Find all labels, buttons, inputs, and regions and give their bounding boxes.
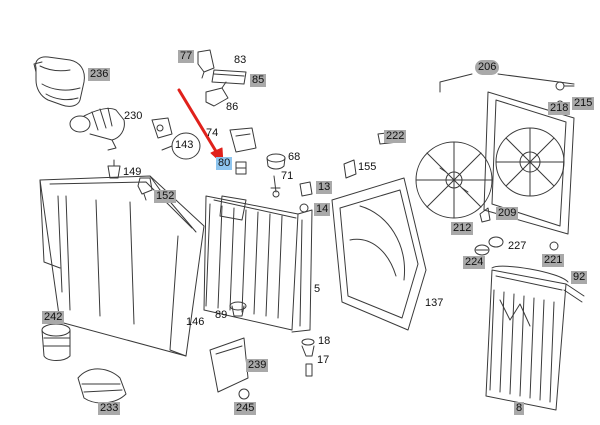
callout-77[interactable]: 77 xyxy=(178,50,195,63)
fan-frame-drawing xyxy=(479,91,575,235)
callout-242[interactable]: 242 xyxy=(42,311,65,324)
callout-80-highlighted[interactable]: 80 xyxy=(216,157,233,170)
callout-92[interactable]: 92 xyxy=(571,271,588,284)
intake-hose-drawing xyxy=(33,56,85,107)
callout-221[interactable]: 221 xyxy=(542,254,565,267)
callout-8[interactable]: 8 xyxy=(514,402,525,415)
callout-5[interactable]: 5 xyxy=(314,283,321,295)
air-shroud-drawing xyxy=(39,175,205,357)
leader-line-206 xyxy=(439,73,575,93)
callout-233[interactable]: 233 xyxy=(98,402,121,415)
callout-227[interactable]: 227 xyxy=(508,240,527,252)
callout-222[interactable]: 222 xyxy=(384,130,407,143)
radiator-mount-drawing xyxy=(229,301,247,317)
callout-143[interactable]: 143 xyxy=(175,139,194,151)
callout-17[interactable]: 17 xyxy=(317,354,330,366)
callout-149[interactable]: 149 xyxy=(123,166,142,178)
lower-bracket-drawing xyxy=(209,337,250,400)
fan-mount-items-drawing xyxy=(474,236,585,303)
bracket-stack-drawing xyxy=(197,49,247,107)
small-clips-drawing xyxy=(107,159,153,201)
callout-74[interactable]: 74 xyxy=(206,127,219,139)
cooling-fan-drawing xyxy=(415,141,493,219)
callout-137[interactable]: 137 xyxy=(425,297,444,309)
callout-146[interactable]: 146 xyxy=(186,316,205,328)
callout-215[interactable]: 215 xyxy=(572,97,595,110)
radiator-core-drawing xyxy=(203,195,313,333)
callout-218[interactable]: 218 xyxy=(548,102,571,115)
callout-14[interactable]: 14 xyxy=(314,203,331,216)
drain-plug-drawing xyxy=(301,338,315,377)
callout-245[interactable]: 245 xyxy=(234,402,257,415)
callout-230[interactable]: 230 xyxy=(124,110,143,122)
condenser-drawing xyxy=(485,265,569,411)
callout-209[interactable]: 209 xyxy=(496,207,519,220)
fan-shroud-drawing xyxy=(331,131,427,331)
elbow-duct-drawing xyxy=(69,107,125,151)
callout-224[interactable]: 224 xyxy=(463,256,486,269)
callout-13[interactable]: 13 xyxy=(316,181,333,194)
callout-18[interactable]: 18 xyxy=(318,335,331,347)
callout-89[interactable]: 89 xyxy=(215,309,228,321)
coolant-hoses-drawing xyxy=(41,323,127,404)
callout-86[interactable]: 86 xyxy=(226,101,239,113)
sensor-bracket-drawing xyxy=(151,117,257,160)
callout-155[interactable]: 155 xyxy=(358,161,377,173)
callout-83[interactable]: 83 xyxy=(234,54,247,66)
callout-68[interactable]: 68 xyxy=(288,151,301,163)
callout-206[interactable]: 206 xyxy=(475,60,500,75)
callout-236[interactable]: 236 xyxy=(88,68,111,81)
radiator-fittings-drawing xyxy=(235,153,313,213)
callout-239[interactable]: 239 xyxy=(246,359,269,372)
callout-85[interactable]: 85 xyxy=(250,74,267,87)
callout-71[interactable]: 71 xyxy=(281,170,294,182)
callout-152[interactable]: 152 xyxy=(154,190,177,203)
callout-212[interactable]: 212 xyxy=(451,222,474,235)
